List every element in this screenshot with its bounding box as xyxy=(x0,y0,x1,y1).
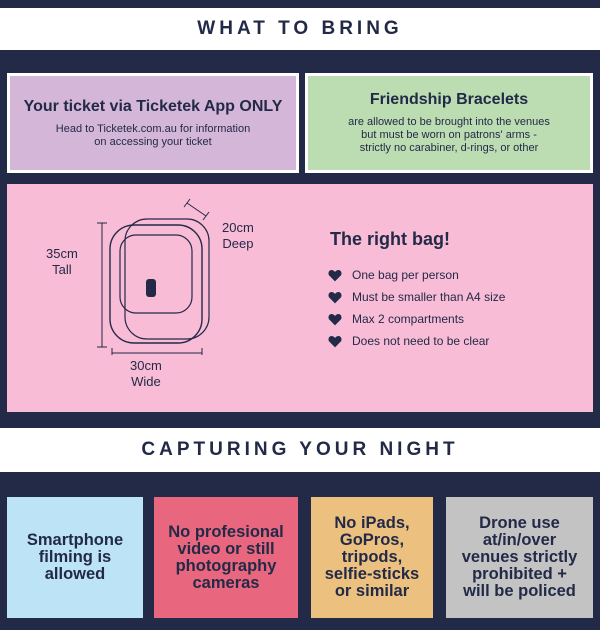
capturing-your-night-heading: CAPTURING YOUR NIGHT xyxy=(0,428,600,472)
bag-height-value: 35cm xyxy=(46,246,78,261)
bracelets-body: are allowed to be brought into the venue… xyxy=(348,116,550,155)
smartphone-filming-tile: Smartphone filming is allowed xyxy=(7,497,143,618)
tile-line: at/in/over xyxy=(482,531,557,549)
what-to-bring-label: WHAT TO BRING xyxy=(197,18,403,39)
bag-rule-text: Max 2 compartments xyxy=(352,312,465,326)
bag-rule-text: Must be smaller than A4 size xyxy=(352,290,506,304)
bag-height-word: Tall xyxy=(52,262,72,277)
bag-width-value: 30cm xyxy=(130,358,162,373)
heart-icon xyxy=(328,291,342,303)
capturing-your-night-label: CAPTURING YOUR NIGHT xyxy=(141,439,459,460)
tile-line: selfie-sticks xyxy=(324,565,420,583)
bag-depth-label: 20cm Deep xyxy=(222,220,254,252)
bracelets-line: but must be worn on patrons' arms - xyxy=(361,129,537,141)
tile-line: allowed xyxy=(44,565,106,583)
tile-line: will be policed xyxy=(463,582,576,600)
bag-card xyxy=(7,184,593,412)
tile-line: cameras xyxy=(192,573,260,592)
bag-width-label: 30cm Wide xyxy=(130,358,162,390)
tile-line: venues strictly xyxy=(461,548,578,566)
bag-height-label: 35cm Tall xyxy=(46,246,78,278)
ticket-line: Head to Ticketek.com.au for information xyxy=(55,122,251,135)
heart-icon xyxy=(328,335,342,347)
bag-illustration-icon xyxy=(97,198,210,355)
list-item: One bag per person xyxy=(328,264,505,286)
ticket-body: Head to Ticketek.com.au for information … xyxy=(56,123,250,149)
ticket-line: on accessing your ticket xyxy=(94,135,212,148)
heart-icon xyxy=(328,269,342,281)
no-ipads-gopros-tile: No iPads, GoPros, tripods, selfie-sticks… xyxy=(311,497,433,618)
tile-line: prohibited + xyxy=(472,565,567,583)
bag-depth-value: 20cm xyxy=(222,220,254,235)
tile-line: No profesional xyxy=(168,522,284,541)
bag-rule-text: Does not need to be clear xyxy=(352,334,490,348)
list-item: Max 2 compartments xyxy=(328,308,505,330)
bag-rule-text: One bag per person xyxy=(352,268,459,282)
tile-line: Drone use xyxy=(479,514,560,532)
bracelets-line: are allowed to be brought into the venue… xyxy=(348,116,550,128)
tile-line: filming is xyxy=(38,548,112,566)
drone-prohibited-tile: Drone use at/in/over venues strictly pro… xyxy=(446,497,593,618)
tile-line: tripods, xyxy=(341,548,403,566)
bag-depth-word: Deep xyxy=(222,236,254,251)
bracelets-title: Friendship Bracelets xyxy=(369,91,529,108)
tile-line: GoPros, xyxy=(339,531,405,549)
tile-line: photography xyxy=(175,556,277,575)
no-professional-cameras-tile: No profesional video or still photograph… xyxy=(154,497,298,618)
list-item: Does not need to be clear xyxy=(328,330,505,352)
tile-line: Smartphone xyxy=(26,531,124,549)
tile-line: No iPads, xyxy=(334,514,410,532)
tile-line: video or still xyxy=(177,539,275,558)
bag-width-word: Wide xyxy=(131,374,161,389)
bag-rules-list: One bag per person Must be smaller than … xyxy=(328,264,505,352)
bag-title: The right bag! xyxy=(330,229,450,249)
list-item: Must be smaller than A4 size xyxy=(328,286,505,308)
bracelets-card: Friendship Bracelets are allowed to be b… xyxy=(305,73,593,173)
what-to-bring-heading: WHAT TO BRING xyxy=(0,8,600,50)
ticket-title: Your ticket via Ticketek App ONLY xyxy=(23,97,283,115)
bracelets-line: strictly no carabiner, d-rings, or other xyxy=(359,142,539,154)
tile-line: or similar xyxy=(334,582,410,600)
heart-icon xyxy=(328,313,342,325)
ticket-card: Your ticket via Ticketek App ONLY Head t… xyxy=(7,73,299,173)
